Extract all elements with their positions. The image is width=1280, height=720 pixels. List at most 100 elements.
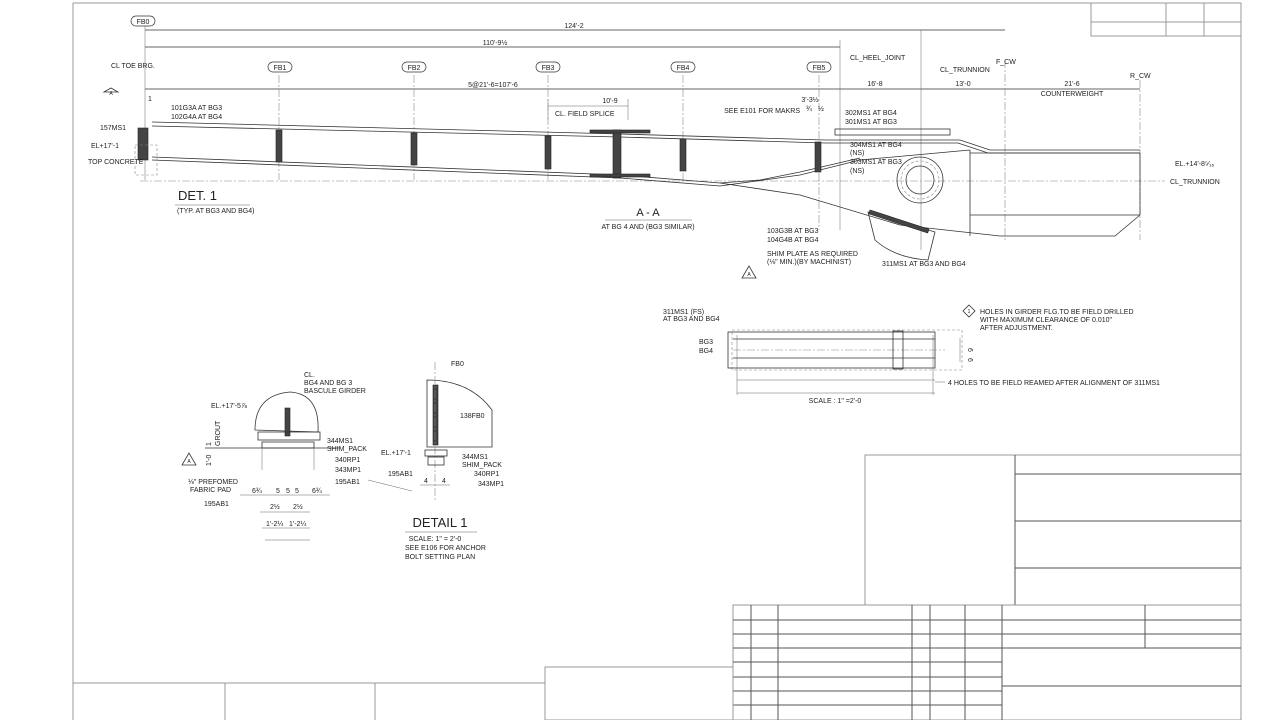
shim-plate-note: (⅛" MIN.)(BY MACHINIST) (767, 259, 851, 266)
ns2-label: (NS) (850, 168, 864, 175)
rp340b-label: 340RP1 (474, 471, 499, 478)
fb1-label: FB1 (274, 65, 287, 72)
dim-toe-offset: 1 (148, 96, 152, 103)
shim-pack-b-label: SHIM_PACK (462, 462, 502, 469)
ms344b-label: 344MS1 (462, 454, 488, 461)
sheet-frame (72, 2, 1242, 720)
bg-label: BG4 AND BG 3 (304, 380, 352, 387)
shim-plate-label: SHIM PLATE AS REQUIRED (767, 251, 858, 258)
bascule-girder-label: BASCULE GIRDER (304, 388, 366, 395)
dim-1-2-1-4b: 1'-2¼ (289, 521, 306, 528)
dim-4b: 4 (442, 478, 446, 485)
ns1-label: (NS) (850, 150, 864, 157)
f-cw-label: F_CW (996, 59, 1016, 66)
fb0-label: FB0 (451, 361, 464, 368)
g103-label: 103G3B AT BG3 (767, 228, 819, 235)
note-line-1: HOLES IN GIRDER FLG.TO BE FIELD DRILLED (980, 309, 1134, 316)
section-a-a: FB0 FB1 FB2 FB3 FB4 FB5 (88, 15, 1220, 279)
cl-trunnion-label: CL_TRUNNION (1170, 179, 1220, 186)
rp340-label: 340RP1 (335, 457, 360, 464)
bg4-label: BG4 (699, 348, 713, 355)
dim-6a: 6 (966, 348, 973, 352)
det1-callout: DET. 1 (178, 188, 217, 203)
cl-heel-joint-label: CL_HEEL_JOINT (850, 55, 906, 62)
dim-1-2-1-4a: 1'-2¼ (266, 521, 283, 528)
mp343b-label: 343MP1 (478, 481, 504, 488)
cl-trunnion-top-label: CL_TRUNNION (940, 67, 990, 74)
dim-2-1-2a: 2½ (270, 503, 280, 511)
fb4-bubble (670, 61, 696, 73)
floorbeam-markers: FB0 FB1 FB2 FB3 FB4 FB5 (130, 15, 832, 230)
revision-triangle-icon: A (102, 87, 120, 97)
detail-1-title: DETAIL 1 (413, 515, 468, 530)
top-concrete-label: TOP CONCRETE (88, 159, 144, 166)
bascule-girder (134, 121, 1141, 261)
mp343-label: 343MP1 (335, 467, 361, 474)
weld-a: ¾ (806, 106, 812, 113)
fb138-label: 138FB0 (460, 413, 485, 420)
see-e101-label: SEE E101 FOR MAKRS (724, 108, 800, 115)
fb2-label: FB2 (408, 65, 421, 72)
g102-label: 102G4A AT BG4 (171, 114, 222, 121)
el-trunnion-label: EL.+14'-8⁵⁄₁₆ (1175, 161, 1214, 168)
el-1-label: EL.+17'-5⅞ (211, 403, 247, 410)
dim-trunnion-fcw: 13'-0 (955, 81, 970, 88)
fb1-bubble (267, 61, 293, 73)
ms311-label: 311MS1 AT BG3 AND BG4 (882, 261, 966, 268)
bg3-label: BG3 (699, 339, 713, 346)
dim-6b: 6 (966, 358, 973, 362)
dim-6-3-4a: 6¾ (252, 488, 262, 495)
reamed-note: 4 HOLES TO BE FIELD REAMED AFTER ALIGNME… (948, 380, 1160, 387)
fb3-bubble (535, 61, 561, 73)
ms301-label: 301MS1 AT BG3 (845, 119, 897, 126)
fb0-label: FB0 (137, 19, 150, 26)
dim-5c: 5 (295, 488, 299, 495)
dim-toe-heel: 110'-9½ (483, 39, 508, 47)
revision-triangle-icon: A (181, 452, 197, 466)
shim-pack-label: SHIM_PACK (327, 446, 367, 453)
dim-field-splice: 10'-9 (602, 98, 617, 105)
dim-5b: 5 (286, 488, 290, 495)
dim-2-1-2b: 2½ (293, 503, 303, 511)
ab195c-label: 195AB1 (388, 471, 413, 478)
cl-label: CL. (304, 372, 315, 379)
ms302-label: 302MS1 AT BG4 (845, 110, 897, 117)
dim-one-ft: 1'-0 (206, 454, 213, 466)
dim-4a: 4 (424, 478, 428, 485)
title-block (73, 454, 1242, 720)
plan-view-311ms1: 311MS1 (FS) AT BG3 AND BG4 BG3 BG4 1 HOL… (663, 304, 1160, 405)
dim-counterweight: 21'-6 (1064, 81, 1079, 88)
g101-label: 101G3A AT BG3 (171, 105, 222, 112)
svg-text:A: A (109, 91, 113, 97)
svg-text:A: A (187, 459, 191, 465)
cl-field-splice-label: CL. FIELD SPLICE (555, 111, 615, 118)
detail-1-note-1: SEE E106 FOR ANCHOR (405, 545, 486, 552)
dim-overall: 124'-2 (564, 23, 583, 30)
section-title: A - A (636, 207, 660, 219)
el-top-concrete: EL+17'-1 (91, 143, 119, 150)
fb0-bubble (130, 15, 156, 27)
cl-toe-brg-label: CL TOE BRG. (111, 63, 155, 70)
detail-1: CL. BG4 AND BG 3 BASCULE GIRDER EL.+17'-… (181, 361, 504, 561)
note-line-3: AFTER ADJUSTMENT. (980, 325, 1053, 332)
fb5-bubble (806, 61, 832, 73)
ab195-label: 195AB1 (335, 479, 360, 486)
r-cw-label: R_CW (1130, 73, 1151, 80)
g104-label: 104G4B AT BG4 (767, 237, 819, 244)
ms311-fs-label: 311MS1 (FS) (663, 309, 704, 316)
detail-1-scale: SCALE: 1" = 2'-0 (409, 536, 462, 543)
svg-text:1: 1 (968, 309, 971, 315)
section-subtitle: AT BG 4 AND (BG3 SIMILAR) (601, 224, 694, 231)
ms311-at-label: AT BG3 AND BG4 (663, 316, 720, 323)
dim-6-3-4b: 6¾ (312, 488, 322, 495)
grout-label: GROUT (215, 420, 222, 446)
el-2-label: EL.+17'-1 (381, 450, 411, 457)
svg-text:A: A (747, 272, 751, 278)
pad-label-1: ⅛" PREFOMED (188, 479, 238, 486)
counterweight-label: COUNTERWEIGHT (1041, 91, 1104, 98)
note-line-2: WITH MAXIMUM CLEARANCE OF 0.010" (980, 317, 1113, 324)
det1-subtitle: (TYP. AT BG3 AND BG4) (177, 208, 254, 215)
dim-fb-spacing: 5@21'-6=107'-6 (468, 82, 518, 89)
